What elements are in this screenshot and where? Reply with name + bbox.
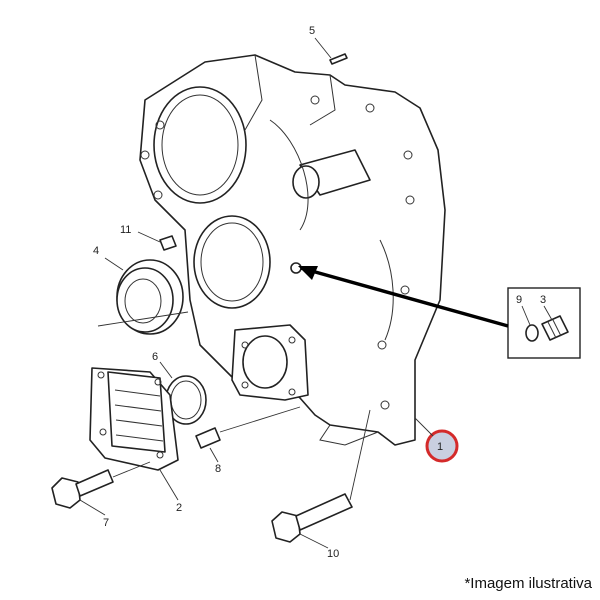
callout-11: 11 <box>120 224 131 236</box>
callout-6: 6 <box>152 351 158 363</box>
small-plug <box>137 231 177 251</box>
oil-seal <box>97 257 189 335</box>
callout-1: 1 <box>437 441 443 453</box>
highlight-circle <box>425 429 459 463</box>
bolt-long <box>271 409 371 549</box>
cover-plate <box>89 367 179 501</box>
stud <box>195 406 301 463</box>
callout-3: 3 <box>540 294 546 306</box>
callout-4: 4 <box>93 245 99 257</box>
callout-10: 10 <box>327 548 339 560</box>
callout-5: 5 <box>309 25 315 37</box>
timing-cover-housing <box>139 54 446 446</box>
dowel-pin <box>314 37 348 65</box>
caption: *Imagem ilustrativa <box>464 575 592 592</box>
bolt-short <box>51 461 151 516</box>
callout-2: 2 <box>176 502 182 514</box>
seal-ring <box>525 324 539 342</box>
callout-9: 9 <box>516 294 522 306</box>
callout-7: 7 <box>103 517 109 529</box>
callout-8: 8 <box>215 463 221 475</box>
detail-inset <box>298 266 581 359</box>
